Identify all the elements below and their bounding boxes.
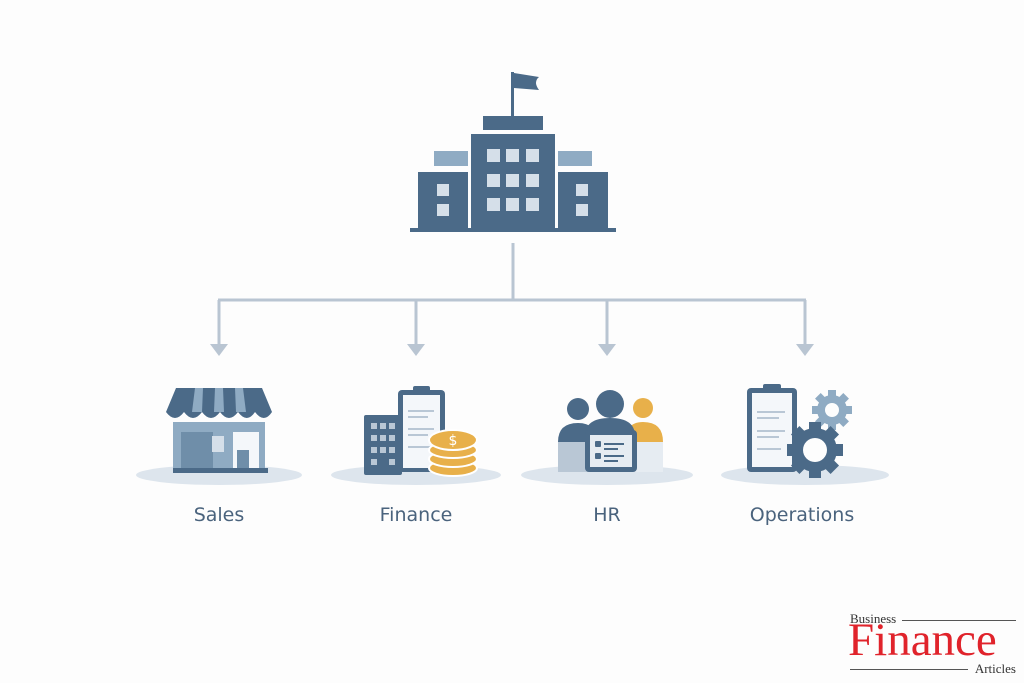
headquarters-building-icon: [410, 72, 616, 232]
finance-building-clipboard-coins-icon: $: [331, 386, 501, 485]
department-sales: [119, 380, 319, 530]
department-label-operations: Operations: [749, 504, 855, 526]
department-label-sales: Sales: [193, 504, 245, 526]
department-finance: $: [316, 380, 516, 530]
people-id-card-icon: [521, 390, 693, 485]
department-operations: [705, 378, 905, 530]
storefront-icon: [136, 388, 302, 485]
department-label-hr: HR: [593, 504, 621, 526]
logo-divider-top: [902, 620, 1016, 621]
department-label-finance: Finance: [379, 504, 453, 526]
logo-divider-bottom: [850, 669, 968, 670]
business-finance-articles-logo: Business Finance Articles: [848, 611, 1020, 677]
logo-top-text: Business: [850, 611, 897, 626]
svg-text:$: $: [449, 433, 458, 449]
logo-bottom-text: Articles: [974, 661, 1016, 676]
logo-main-text: Finance: [848, 614, 997, 666]
department-hr: [507, 380, 707, 530]
clipboard-gears-icon: [721, 384, 889, 485]
